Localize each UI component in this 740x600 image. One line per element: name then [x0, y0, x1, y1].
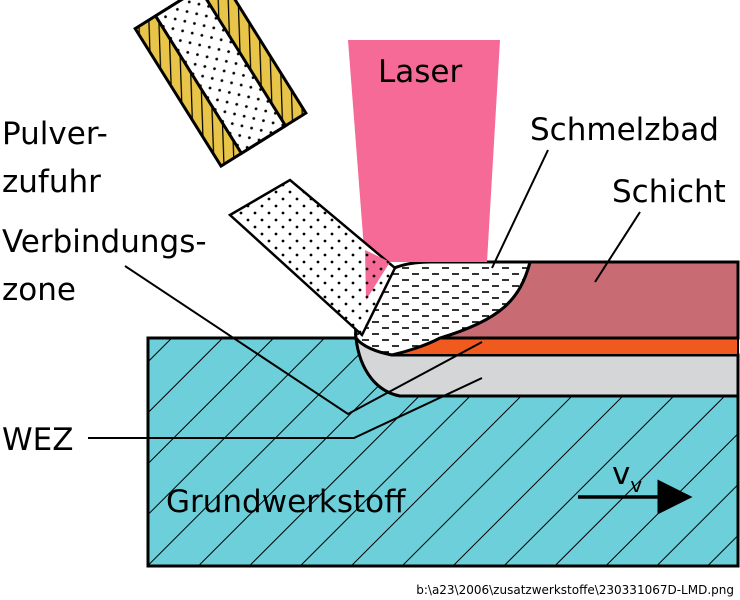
powder-jet-in-laser [365, 250, 390, 300]
label-wez: WEZ [2, 422, 73, 458]
leader-schicht [594, 211, 641, 283]
label-schicht: Schicht [612, 174, 726, 210]
velocity-subscript: v [630, 473, 642, 497]
label-schmelzbad: Schmelzbad [530, 112, 719, 148]
label-verbindungszone-line1: Verbindungs- [2, 224, 207, 260]
label-laser: Laser [378, 54, 462, 90]
label-grundwerkstoff: Grundwerkstoff [166, 484, 406, 520]
label-verbindungszone-line2: zone [2, 272, 76, 308]
leader-wez [88, 377, 483, 439]
label-velocity: vv [612, 456, 642, 497]
label-pulverzufuhr-line1: Pulver- [2, 116, 108, 152]
laser-beam [348, 40, 500, 262]
powder-nozzle [133, 0, 308, 169]
leader-verbindungszone [124, 265, 483, 416]
bonding-zone [391, 337, 739, 356]
file-path-caption: b:\a23\2006\zusatzwerkstoffe\230331067D-… [416, 583, 734, 597]
label-pulverzufuhr-line2: zufuhr [2, 164, 101, 200]
leader-schmelzbad [491, 149, 549, 269]
powder-jet [227, 178, 397, 338]
velocity-symbol: v [612, 456, 630, 492]
